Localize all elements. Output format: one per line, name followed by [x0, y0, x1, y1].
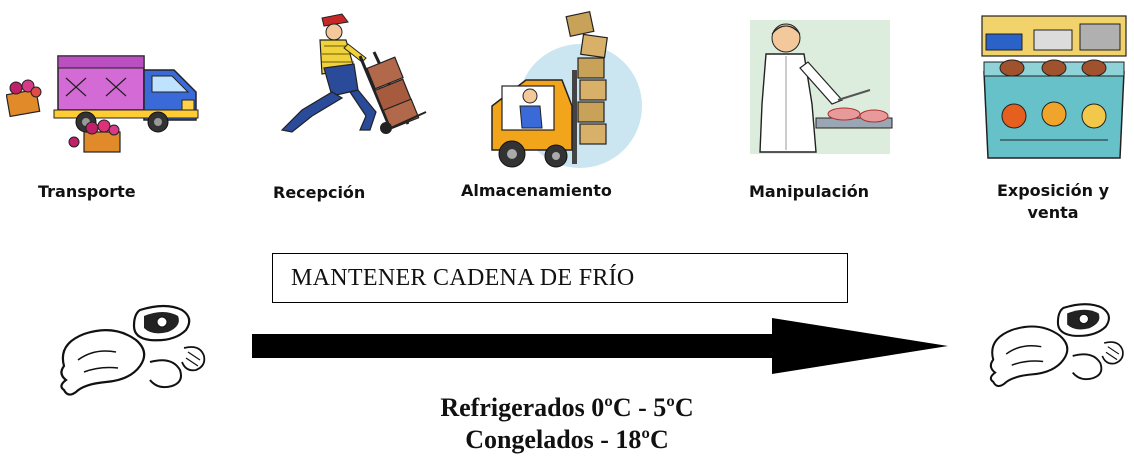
stage-label-exposicion: Exposición y venta	[974, 180, 1132, 224]
cold-chain-banner-text: MANTENER CADENA DE FRÍO	[291, 265, 635, 291]
hand-truck-worker-icon	[280, 13, 427, 134]
forklift-icon	[491, 11, 642, 168]
stage-label-exposicion-line2: venta	[1027, 203, 1079, 222]
stage-label-almacenamiento: Almacenamiento	[461, 181, 612, 200]
temperature-frozen: Congelados - 18ºC	[465, 425, 669, 454]
temperature-refrigerated: Refrigerados 0ºC - 5ºC	[440, 393, 694, 422]
stage-label-recepcion: Recepción	[273, 183, 366, 202]
delivery-truck-icon	[6, 55, 199, 153]
butcher-worker-icon	[750, 20, 893, 154]
right-arrow-icon	[252, 318, 948, 374]
stage-label-manipulacion: Manipulación	[749, 182, 870, 201]
meat-poultry-seafood-icon-start	[60, 304, 206, 396]
refrigerated-display-case-icon	[981, 15, 1127, 159]
meat-poultry-seafood-icon-end	[989, 303, 1124, 388]
stage-label-transporte: Transporte	[38, 182, 136, 201]
stage-label-exposicion-line1: Exposición y	[996, 181, 1110, 200]
cold-chain-banner: MANTENER CADENA DE FRÍO	[272, 253, 848, 303]
